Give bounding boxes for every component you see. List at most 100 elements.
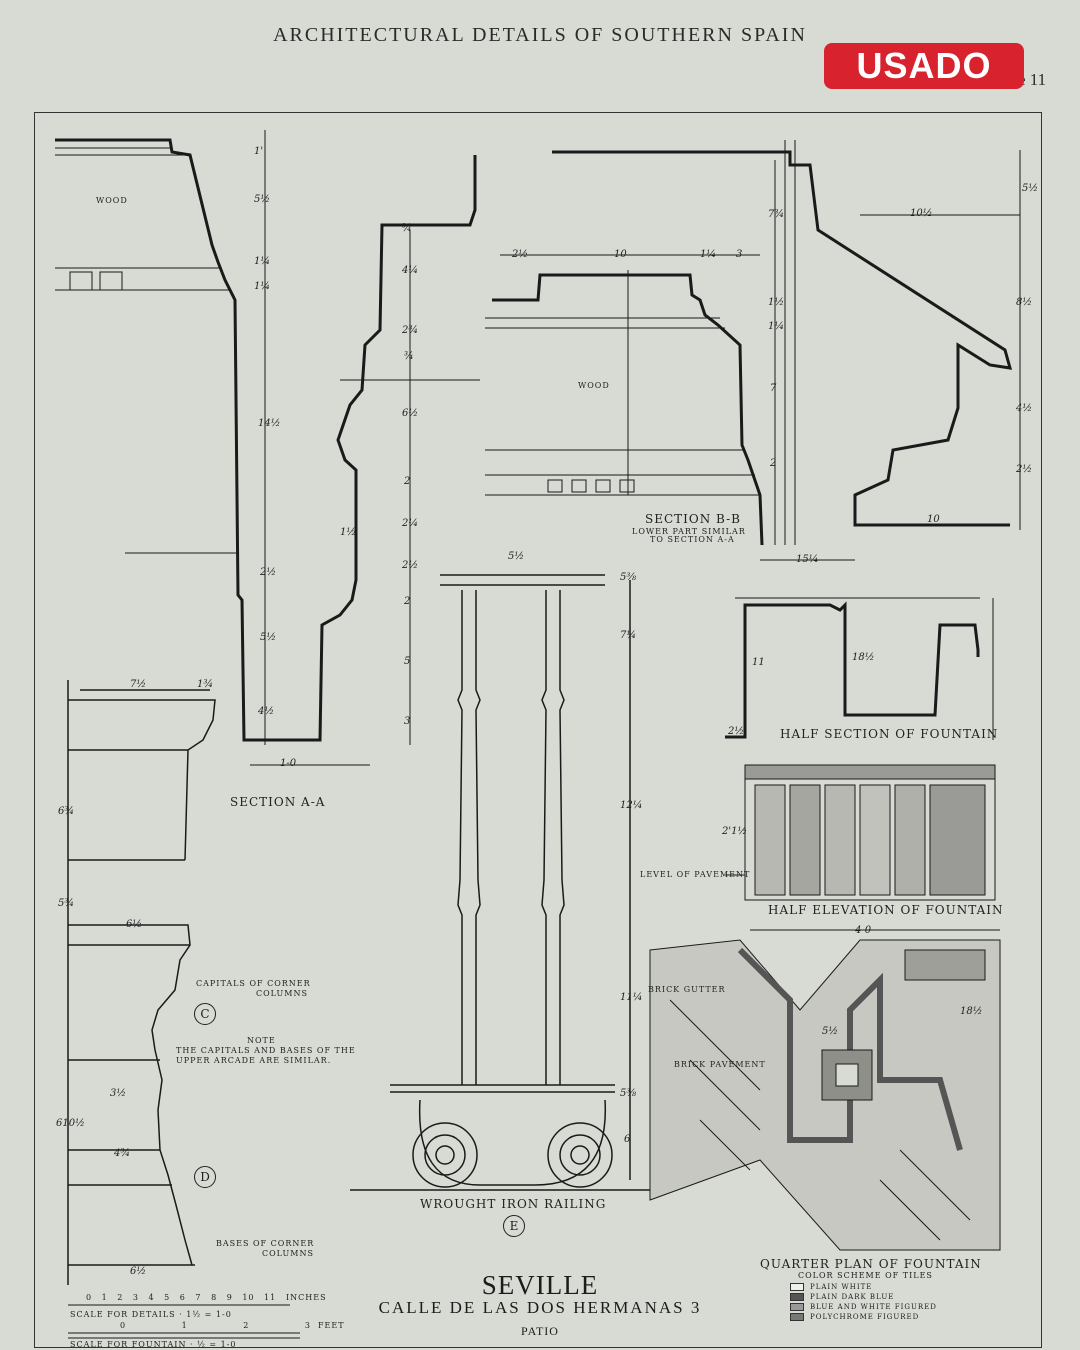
dim-label: 4½ [1016,403,1033,414]
dim-label: 2¼ [402,518,419,529]
section-aa-title: SECTION A-A [230,795,326,809]
color-scheme-label: COLOR SCHEME OF TILES [798,1271,933,1280]
detail-marker-d: D [194,1166,216,1188]
section-bb-lines [485,140,1021,561]
dim-label: 2 [770,458,777,469]
legend-item: BLUE AND WHITE FIGURED [790,1302,937,1312]
dim-label: 4-0 [855,925,872,936]
dim-label: 4¼ [402,265,419,276]
dim-label: 2¾ [402,325,419,336]
fountain-half-elevation [725,764,996,901]
dim-label: 5½ [260,632,277,643]
feet-scale-numbers: 0 1 2 3 [120,1321,311,1330]
dim-label: 5 [404,656,411,667]
dim-label: 1¼ [768,321,785,332]
dim-label: 11 [752,657,765,668]
dim-label: 6 [624,1134,631,1145]
scale-bars [68,1304,300,1339]
dim-label: 5½ [254,194,271,205]
legend-swatch [790,1283,804,1291]
dim-label: 6¾ [58,806,75,817]
dim-label: 6½ [402,408,419,419]
dim-label: 18½ [960,1006,983,1017]
half-section-title: HALF SECTION OF FOUNTAIN [780,727,999,741]
note-text: UPPER ARCADE ARE SIMILAR. [176,1056,332,1065]
dim-label: 1½ [340,527,357,538]
dim-label: 2½ [1016,464,1033,475]
section-bb-note: TO SECTION A-A [650,535,735,544]
dim-label: 610½ [56,1118,85,1129]
detail-marker-c: C [194,1003,216,1025]
dim-label: 1' [254,146,264,157]
railing [350,574,660,1191]
dim-label: 4¾ [114,1148,131,1159]
pavement-level-label: LEVEL OF PAVEMENT [640,870,751,879]
dim-label: 5½ [822,1026,839,1037]
dim-label: 5½ [508,551,525,562]
quarter-plan-title: QUARTER PLAN OF FOUNTAIN [760,1257,982,1271]
plate-number: e 11 [1018,70,1047,89]
fountain-scale-label: SCALE FOR FOUNTAIN · ½ = 1-0 [70,1340,237,1349]
legend-swatch [790,1303,804,1311]
place-title: PATIO [521,1324,559,1338]
dim-label: 8½ [1016,297,1033,308]
dim-label: 2'1½ [722,826,748,837]
dim-label: 4½ [258,706,275,717]
dim-label: 14½ [258,418,281,429]
dim-label: 10 [927,514,940,525]
feet-scale-unit: FEET [318,1321,345,1330]
dim-label: 2 [404,596,411,607]
street-title: CALLE DE LAS DOS HERMANAS 3 [378,1298,702,1317]
dim-label: 2 [404,476,411,487]
bases-label: COLUMNS [262,1249,314,1258]
page-header: ARCHITECTURAL DETAILS OF SOUTHERN SPAIN [273,24,807,46]
dim-label: 3½ [110,1088,127,1099]
legend-swatch [790,1293,804,1301]
section-bb-note: LOWER PART SIMILAR [632,527,746,536]
dim-label: 11¼ [620,992,643,1003]
dim-label: 2½ [402,560,419,571]
section-bb-title: SECTION B-B [645,512,741,526]
dim-label: 7 [770,383,777,394]
city-title: SEVILLE [481,1270,599,1300]
detail-scale-label: SCALE FOR DETAILS · 1½ = 1-0 [70,1310,232,1319]
dim-label: 2½ [260,567,277,578]
dim-label: 6½ [126,919,143,930]
note-title: NOTE [247,1036,276,1045]
dim-label: 15¼ [796,554,819,565]
inch-scale-numbers: 0 1 2 3 4 5 6 7 8 9 10 11 [86,1293,277,1302]
dim-label: 1½ [768,297,785,308]
dim-label: 3 [404,716,411,727]
dim-label: 10½ [910,208,933,219]
dim-label: 7¼ [620,630,637,641]
dim-label: 1¼ [254,256,271,267]
dim-label: 6½ [130,1266,147,1277]
dim-label: 7¾ [768,209,785,220]
dim-label: 3 [736,249,743,260]
dim-label: 2½ [512,249,529,260]
legend-item: PLAIN DARK BLUE [790,1292,937,1302]
dim-label: ¾ [402,223,412,234]
used-badge: USADO [824,43,1024,89]
dim-label: 1-0 [280,758,297,769]
section-aa-lines [55,130,480,766]
detail-marker-e: E [503,1215,525,1237]
capitals-label: CAPITALS OF CORNER [196,979,311,988]
dim-label: 5½ [1022,183,1039,194]
dim-label: 12¼ [620,800,643,811]
brick-pavement-label: BRICK PAVEMENT [674,1060,766,1069]
dim-label: 10 [614,249,627,260]
dim-label: 5⅜ [620,1088,637,1099]
section-bb-profile [492,150,1013,546]
dim-label: 5⅜ [620,572,637,583]
column-profile [67,680,216,1285]
dim-label: 1¾ [197,679,214,690]
capitals-label: COLUMNS [256,989,308,998]
half-elevation-title: HALF ELEVATION OF FOUNTAIN [768,903,1004,917]
legend-swatch [790,1313,804,1321]
legend-item: PLAIN WHITE [790,1282,937,1292]
dim-label: 5¾ [58,898,75,909]
legend-item: POLYCHROME FIGURED [790,1312,937,1322]
